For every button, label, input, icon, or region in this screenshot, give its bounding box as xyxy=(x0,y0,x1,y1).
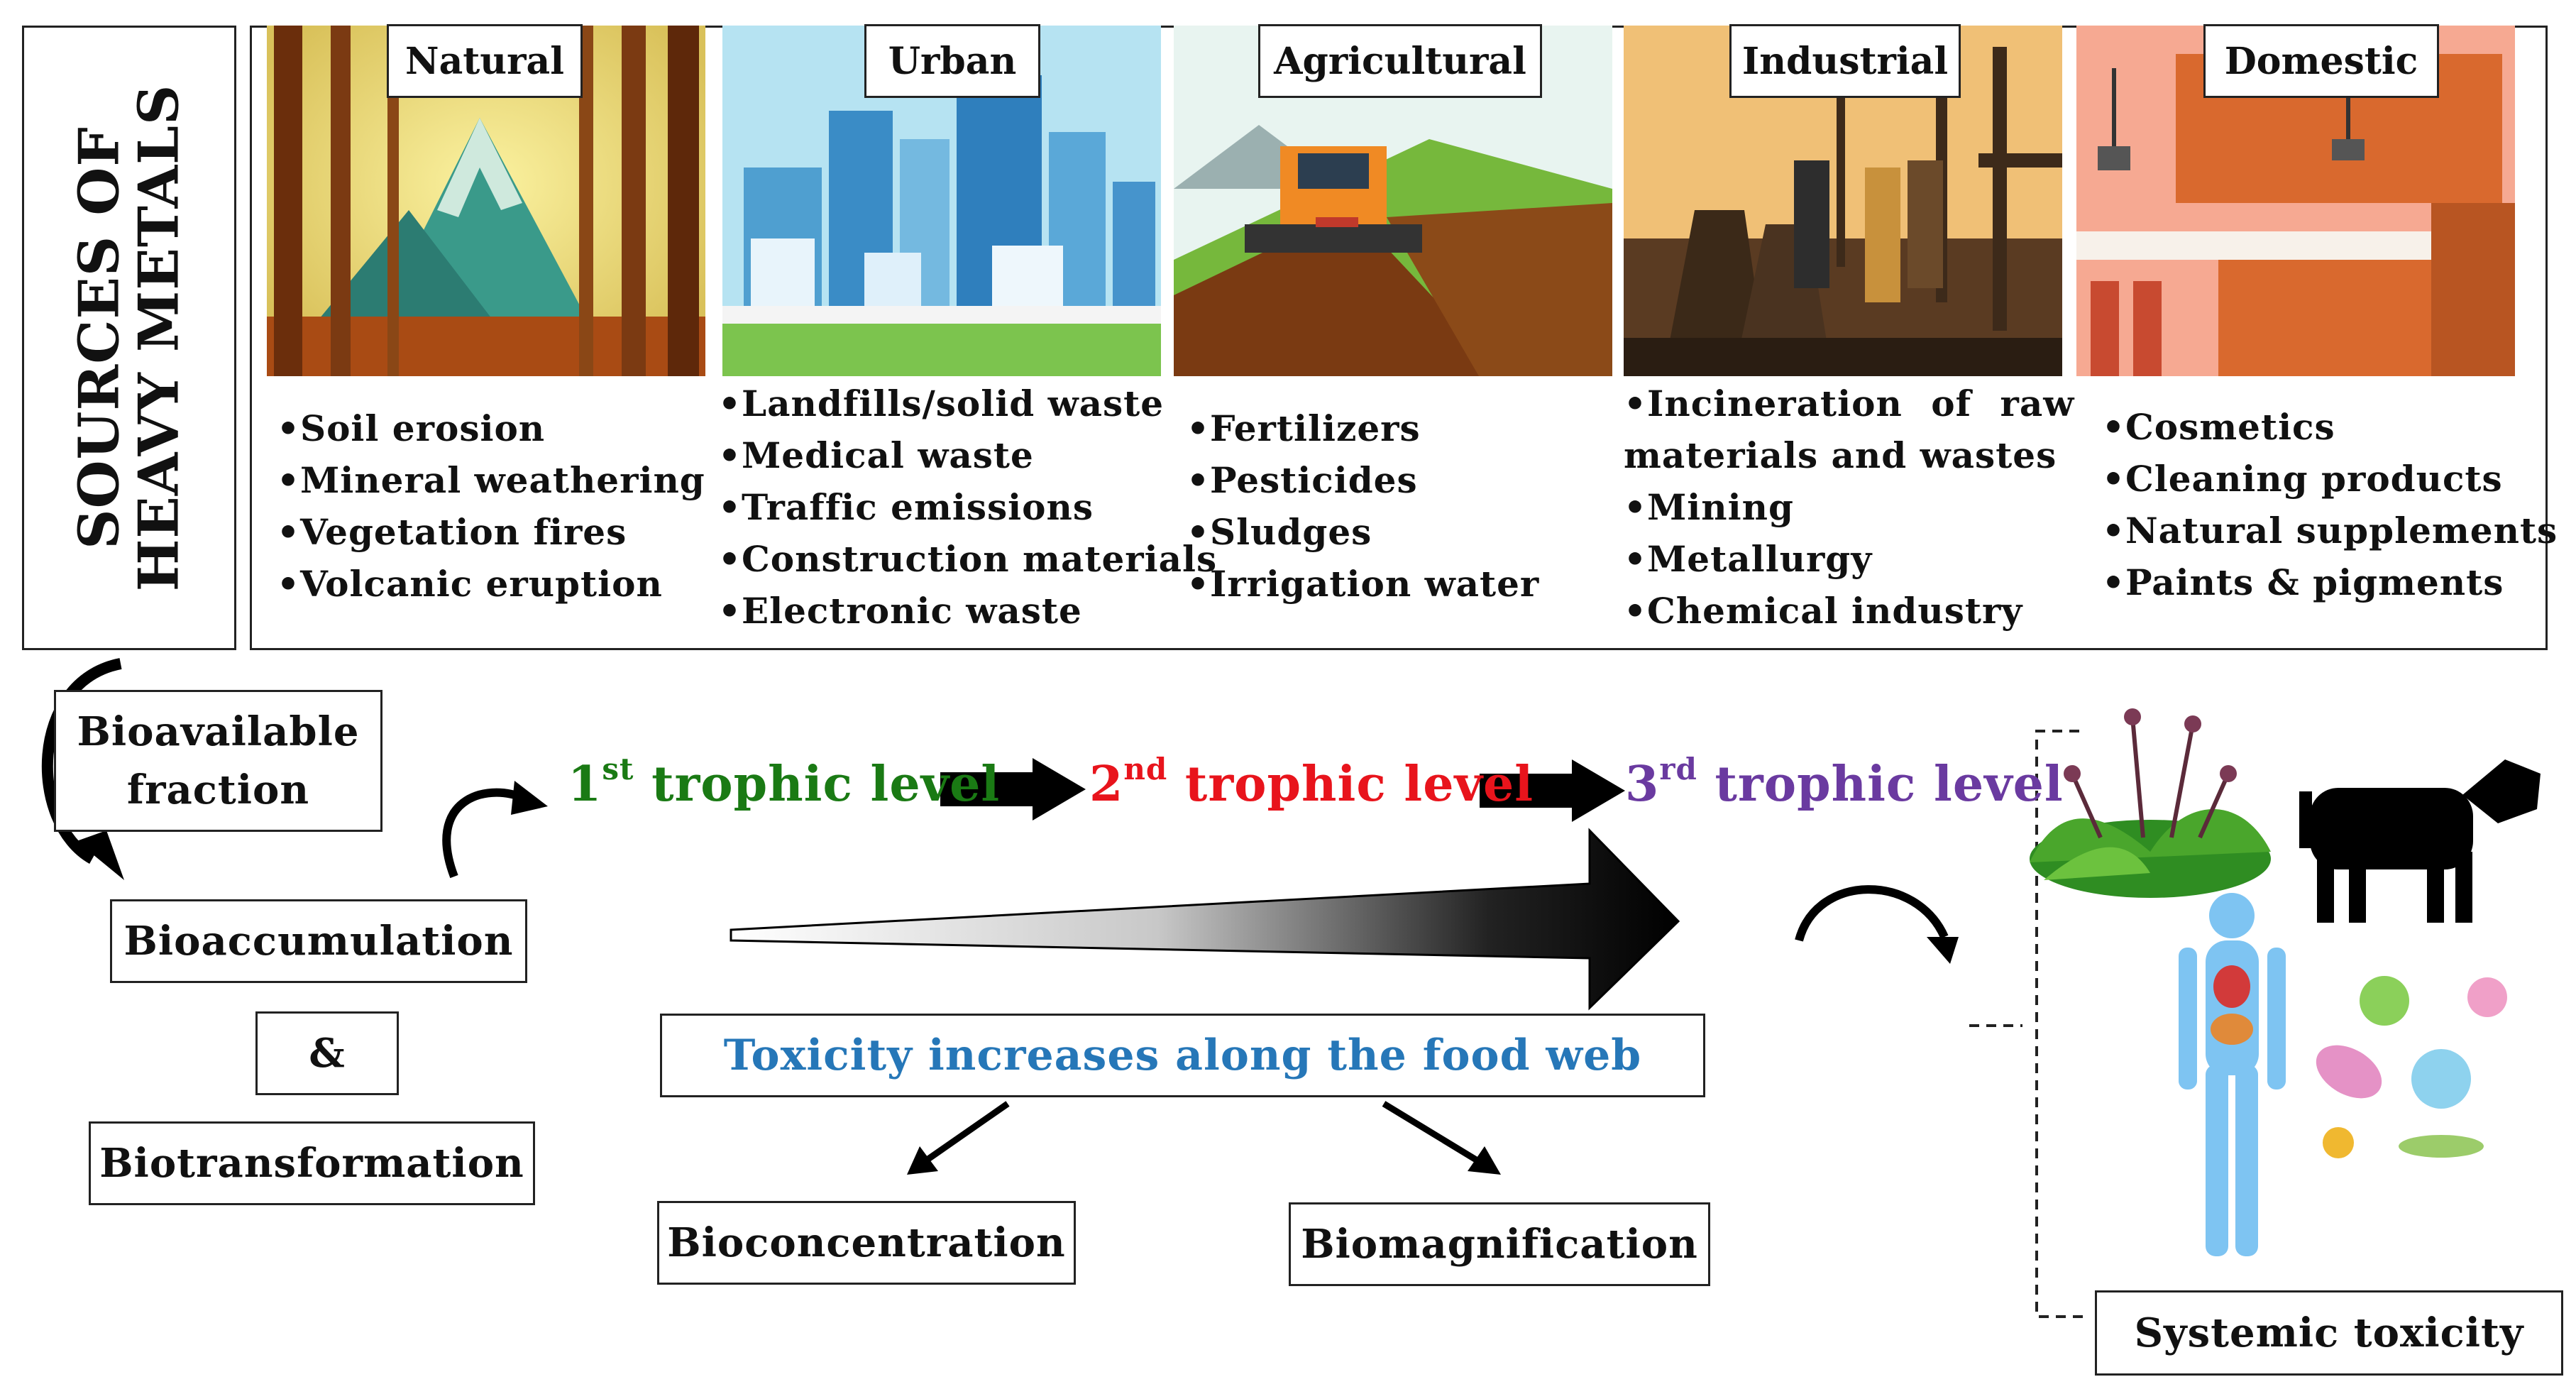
sources-title-box: SOURCES OF HEAVY METALS xyxy=(22,26,236,650)
bioconcentration-box: Bioconcentration xyxy=(657,1201,1076,1285)
list-item: •Fertilizers xyxy=(1187,407,1421,449)
list-item: •Volcanic eruption xyxy=(277,563,663,605)
trophic-level-1: 1st trophic level xyxy=(568,752,1001,813)
biotransformation-box: Biotransformation xyxy=(89,1121,535,1205)
curved-arrow-icon xyxy=(41,658,122,864)
list-item: •Mineral weathering xyxy=(277,459,705,501)
industrial-list: •Incineration of raw materials and waste… xyxy=(1624,378,2074,637)
list-item: •Pesticides xyxy=(1187,459,1418,501)
urban-label: Urban xyxy=(864,24,1040,98)
dashed-bracket xyxy=(2035,730,2090,1318)
domestic-list: •Cosmetics •Cleaning products •Natural s… xyxy=(2102,401,2558,608)
industrial-label: Industrial xyxy=(1729,24,1961,98)
natural-label: Natural xyxy=(387,24,583,98)
list-item: •Construction materials xyxy=(718,538,1218,580)
list-item: •Irrigation water xyxy=(1187,563,1540,605)
list-item: •Landfills/solid waste xyxy=(718,383,1165,424)
curved-arrow-icon xyxy=(442,788,527,879)
domestic-label: Domestic xyxy=(2203,24,2439,98)
trophic-arrow-1-icon xyxy=(940,758,1086,821)
arrowhead-icon xyxy=(77,830,124,880)
toxicity-wedge-arrow-icon xyxy=(730,828,1680,1011)
arrowhead-icon xyxy=(907,1146,938,1175)
trophic-arrow-2-icon xyxy=(1480,759,1625,822)
bioaccumulation-box: Bioaccumulation xyxy=(110,899,527,983)
urban-image xyxy=(722,26,1161,376)
list-item: •Natural supplements xyxy=(2102,510,2558,551)
list-item: •Mining xyxy=(1624,486,1794,528)
curved-arrow-icon xyxy=(1795,885,1949,942)
agricultural-list: •Fertilizers •Pesticides •Sludges •Irrig… xyxy=(1187,402,1539,610)
trophic-level-3: 3rd trophic level xyxy=(1625,752,2064,813)
list-item: •Medical waste xyxy=(718,434,1034,476)
microbes-icon xyxy=(2316,976,2507,1158)
arrow-to-biomagnification-icon xyxy=(1382,1101,1482,1165)
industrial-image xyxy=(1624,26,2062,376)
toxicity-increases-box: Toxicity increases along the food web xyxy=(660,1014,1705,1097)
ampersand-box: & xyxy=(255,1011,399,1095)
plant-icon xyxy=(2030,708,2271,898)
urban-list: •Landfills/solid waste •Medical waste •T… xyxy=(718,378,1217,637)
trophic-level-2: 2nd trophic level xyxy=(1089,752,1534,813)
arrowhead-icon xyxy=(1468,1146,1501,1175)
systemic-toxicity-box: Systemic toxicity xyxy=(2095,1290,2563,1376)
list-item: •Cleaning products xyxy=(2102,458,2503,500)
arrow-to-bioconcentration-icon xyxy=(924,1101,1010,1163)
list-item: •Electronic waste xyxy=(718,590,1082,632)
list-item: •Soil erosion xyxy=(277,407,546,449)
cow-icon xyxy=(2299,759,2541,923)
biomagnification-box: Biomagnification xyxy=(1289,1202,1710,1286)
human-body-icon xyxy=(2179,893,2286,1256)
list-item: •Cosmetics xyxy=(2102,406,2335,448)
list-item: •Vegetation fires xyxy=(277,511,627,553)
arrowhead-icon xyxy=(1927,937,1959,964)
list-item: •Chemical industry xyxy=(1624,590,2023,632)
list-item: materials and wastes xyxy=(1624,434,2057,476)
arrowhead-icon xyxy=(511,781,548,815)
list-item: •Metallurgy xyxy=(1624,538,1873,580)
list-item: •Sludges xyxy=(1187,511,1372,553)
list-item: •Traffic emissions xyxy=(718,486,1094,528)
agricultural-label: Agricultural xyxy=(1258,24,1542,98)
natural-list: •Soil erosion •Mineral weathering •Veget… xyxy=(277,402,705,610)
list-item: •Paints & pigments xyxy=(2102,561,2504,603)
list-item: •Incineration of raw xyxy=(1624,383,2075,424)
